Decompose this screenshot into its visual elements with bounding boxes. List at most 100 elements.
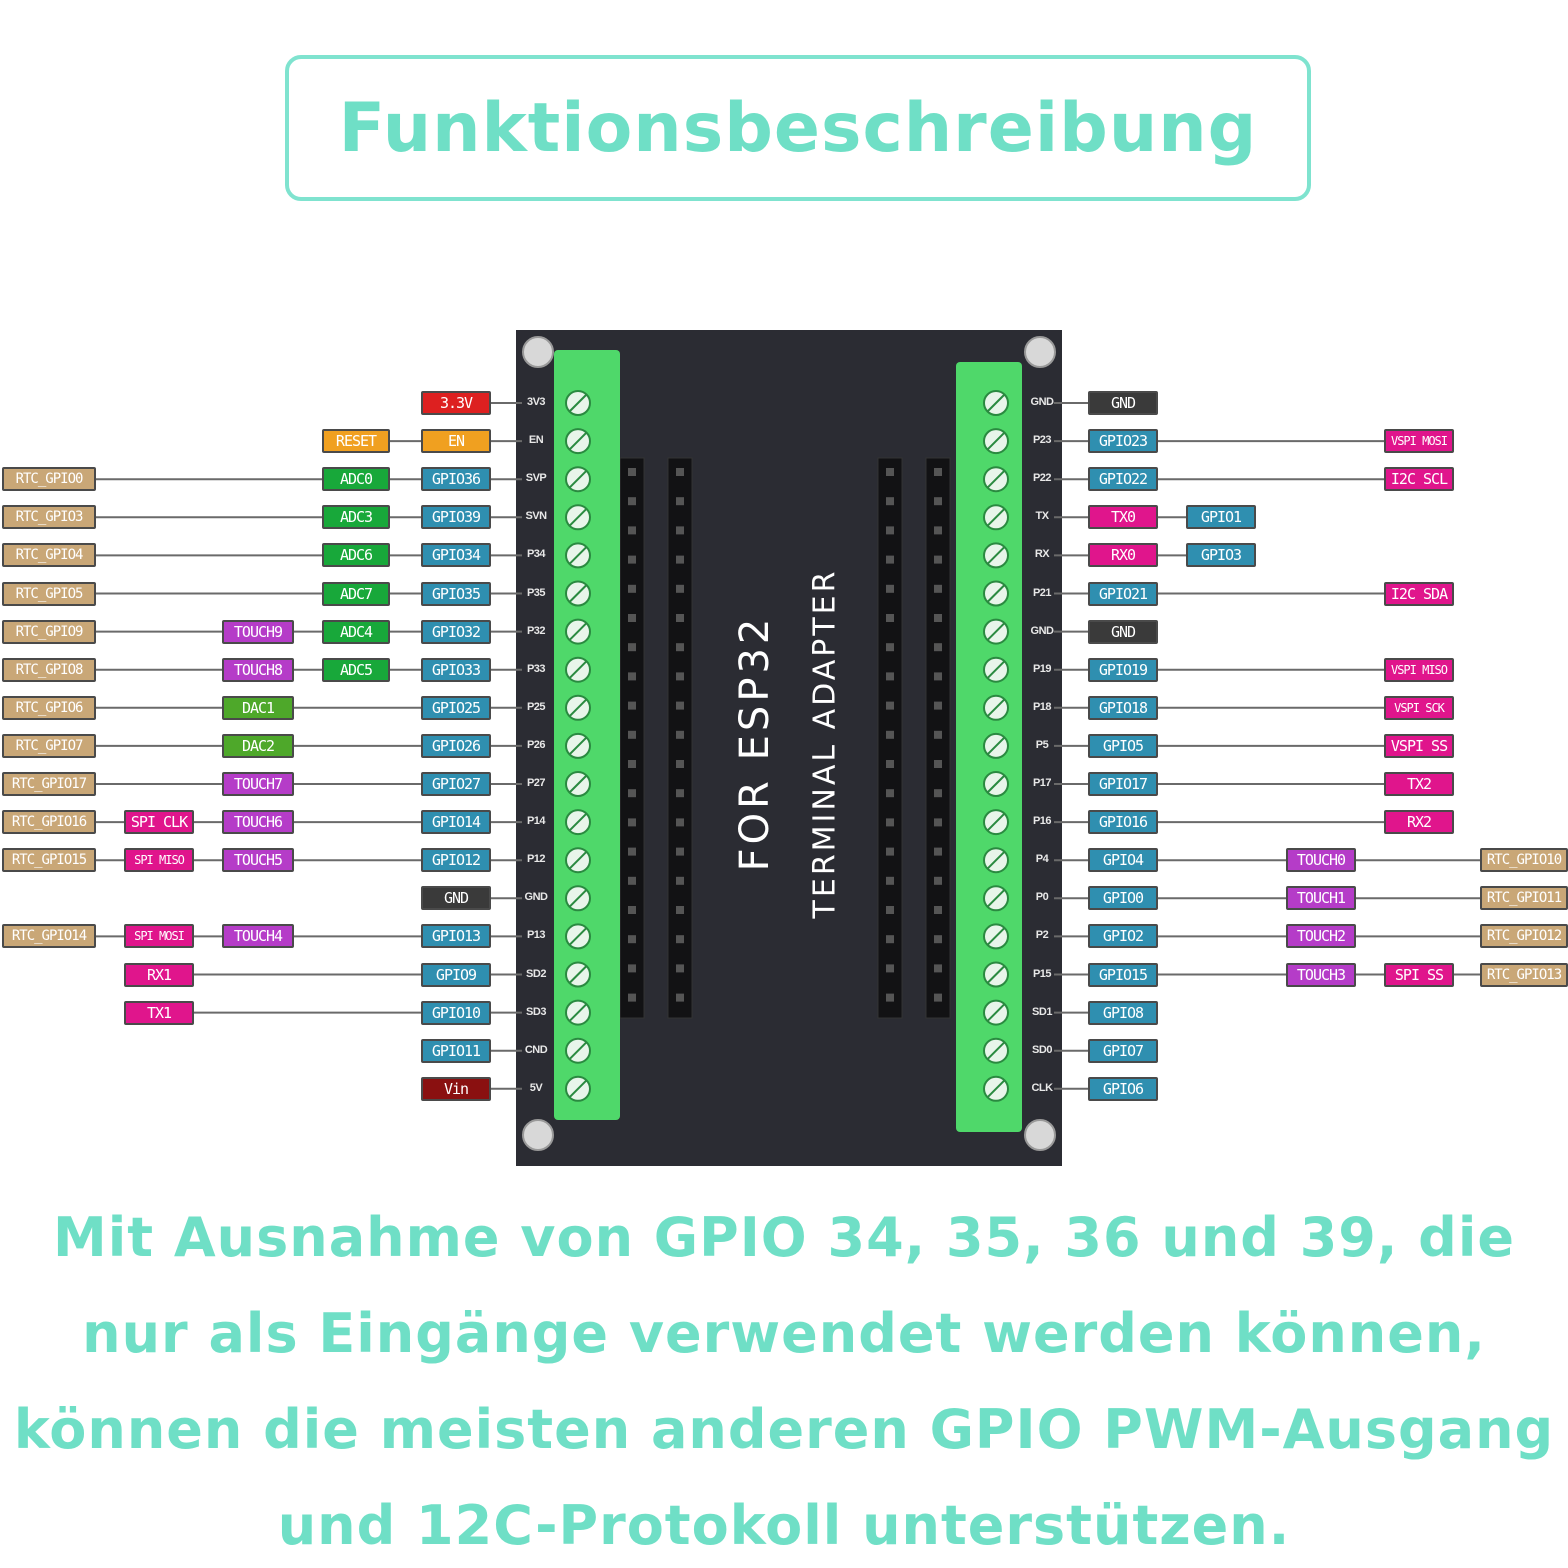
pin-label-touch: TOUCH5 <box>222 848 294 873</box>
pin-label-adc: ADC7 <box>322 581 390 606</box>
header-pin-hole <box>676 964 684 973</box>
page-title: Funktionsbeschreibung <box>338 88 1258 168</box>
screw-slot <box>569 737 587 755</box>
pin-label-gpio: GPIO36 <box>421 467 491 492</box>
board-pin-name: TX <box>1035 510 1049 523</box>
board-pin-name: P15 <box>1032 967 1052 980</box>
pin-label-spi: SPI SS <box>1384 962 1454 987</box>
board-pin-name: SVN <box>525 510 547 523</box>
header-pin-hole <box>934 468 942 476</box>
pin-label-touch: TOUCH6 <box>222 810 294 835</box>
pin-label-gpio: GPIO18 <box>1088 695 1158 720</box>
pin-label-gpio: GPIO12 <box>421 848 491 873</box>
header-pin-hole <box>676 614 684 622</box>
pin-label-rtc: RTC_GPIO17 <box>2 772 96 796</box>
pin-label-spi: TX0 <box>1088 505 1158 530</box>
header-pin-hole <box>886 701 894 710</box>
pin-label-gpio: GPIO3 <box>1186 543 1256 568</box>
header-pin-hole <box>676 701 684 710</box>
screw-slot <box>569 394 587 412</box>
pin-label-dac: DAC1 <box>222 695 294 720</box>
header-pin-hole <box>934 584 942 593</box>
header-pin-hole <box>628 555 636 564</box>
header-pin-hole <box>934 789 942 798</box>
header-pin-hole <box>934 876 942 885</box>
screw-slot <box>569 927 587 946</box>
screw-slot <box>569 889 587 908</box>
pin-label-spi: I2C SDA <box>1384 581 1454 606</box>
screw-slot <box>569 584 587 603</box>
board-pin-name: P27 <box>526 777 546 789</box>
header-pin-hole <box>934 643 942 652</box>
board-pin-name: 5V <box>529 1081 543 1094</box>
header-pin-hole <box>886 964 894 973</box>
screw-slot <box>987 965 1005 984</box>
board-pin-name: SD3 <box>526 1005 546 1018</box>
header-pin-hole <box>886 935 894 944</box>
pin-label-rtc: RTC_GPIO10 <box>1480 848 1568 873</box>
header-pin-hole <box>676 847 684 856</box>
pin-label-gpio: GPIO5 <box>1088 733 1158 758</box>
header-pin-hole <box>934 526 942 535</box>
pin-label-touch: TOUCH9 <box>222 619 294 644</box>
mounting-hole <box>522 1119 554 1151</box>
title-box: Funktionsbeschreibung <box>285 55 1311 201</box>
pin-label-adc: ADC4 <box>322 619 390 644</box>
pin-label-rtc: RTC_GPIO7 <box>2 733 96 758</box>
header-pin-hole <box>628 993 636 1002</box>
header-pin-hole <box>934 555 942 564</box>
pin-label-rtc: RTC_GPIO4 <box>2 543 96 568</box>
pin-label-gpio: GPIO11 <box>421 1038 491 1063</box>
screw-slot <box>569 965 587 984</box>
board-pin-name: SVP <box>525 472 547 485</box>
header-pin-hole <box>886 497 894 506</box>
header-pin-hole <box>676 672 684 681</box>
header-pin-hole <box>886 993 894 1002</box>
pin-label-spi: VSPI MOSI <box>1384 429 1454 454</box>
pin-label-gpio: GPIO4 <box>1088 848 1158 873</box>
pin-label-rtc: RTC_GPIO15 <box>2 848 96 873</box>
board-pin-name: P13 <box>526 929 546 942</box>
pin-label-gpio: GPIO21 <box>1088 581 1158 606</box>
pin-label-rtc: RTC_GPIO9 <box>2 619 96 644</box>
header-pin-hole <box>886 789 894 798</box>
header-pin-hole <box>628 643 636 652</box>
header-pin-hole <box>628 847 636 856</box>
screw-slot <box>569 470 587 488</box>
board-pin-name: P34 <box>526 548 546 561</box>
header-pin-hole <box>628 672 636 681</box>
header-pin-hole <box>676 906 684 914</box>
header-pin-hole <box>886 847 894 856</box>
pin-label-gnd: GND <box>1088 619 1158 644</box>
header-pin-hole <box>886 760 894 768</box>
pin-label-rtc: RTC_GPIO13 <box>1480 962 1568 987</box>
screw-slot <box>987 927 1005 946</box>
pin-label-rtc: RTC_GPIO0 <box>2 467 96 492</box>
pin-label-rtc: RTC_GPIO8 <box>2 657 96 682</box>
screw-slot <box>987 851 1005 869</box>
header-pin-hole <box>676 935 684 944</box>
header-pin-hole <box>628 964 636 973</box>
header-pin-hole <box>628 730 636 739</box>
header-pin-hole <box>886 876 894 885</box>
header-pin-hole <box>934 614 942 622</box>
pin-label-gpio: GPIO33 <box>421 657 491 682</box>
screw-slot <box>987 775 1005 793</box>
description-line-2: nur als Eingänge verwendet werden können… <box>82 1302 1486 1365</box>
pin-label-touch: TOUCH0 <box>1286 848 1356 873</box>
board-pin-name: CLK <box>1031 1081 1053 1094</box>
screw-slot <box>569 851 587 869</box>
board-pin-name: P2 <box>1035 929 1049 942</box>
board-pin-name: P17 <box>1032 777 1052 789</box>
screw-slot <box>987 1041 1005 1060</box>
pin-label-spi: RX2 <box>1384 810 1454 835</box>
board-pin-name: GND <box>524 891 548 904</box>
board-pin-name: P26 <box>526 738 546 751</box>
header-pin-hole <box>628 760 636 768</box>
pin-label-spi: SPI MOSI <box>124 924 194 949</box>
screw-slot <box>987 660 1005 679</box>
board-pin-name: RX <box>1034 548 1050 561</box>
screw-slot <box>987 889 1005 908</box>
pin-label-gpio: GPIO39 <box>421 505 491 530</box>
screw-slot <box>569 1003 587 1022</box>
